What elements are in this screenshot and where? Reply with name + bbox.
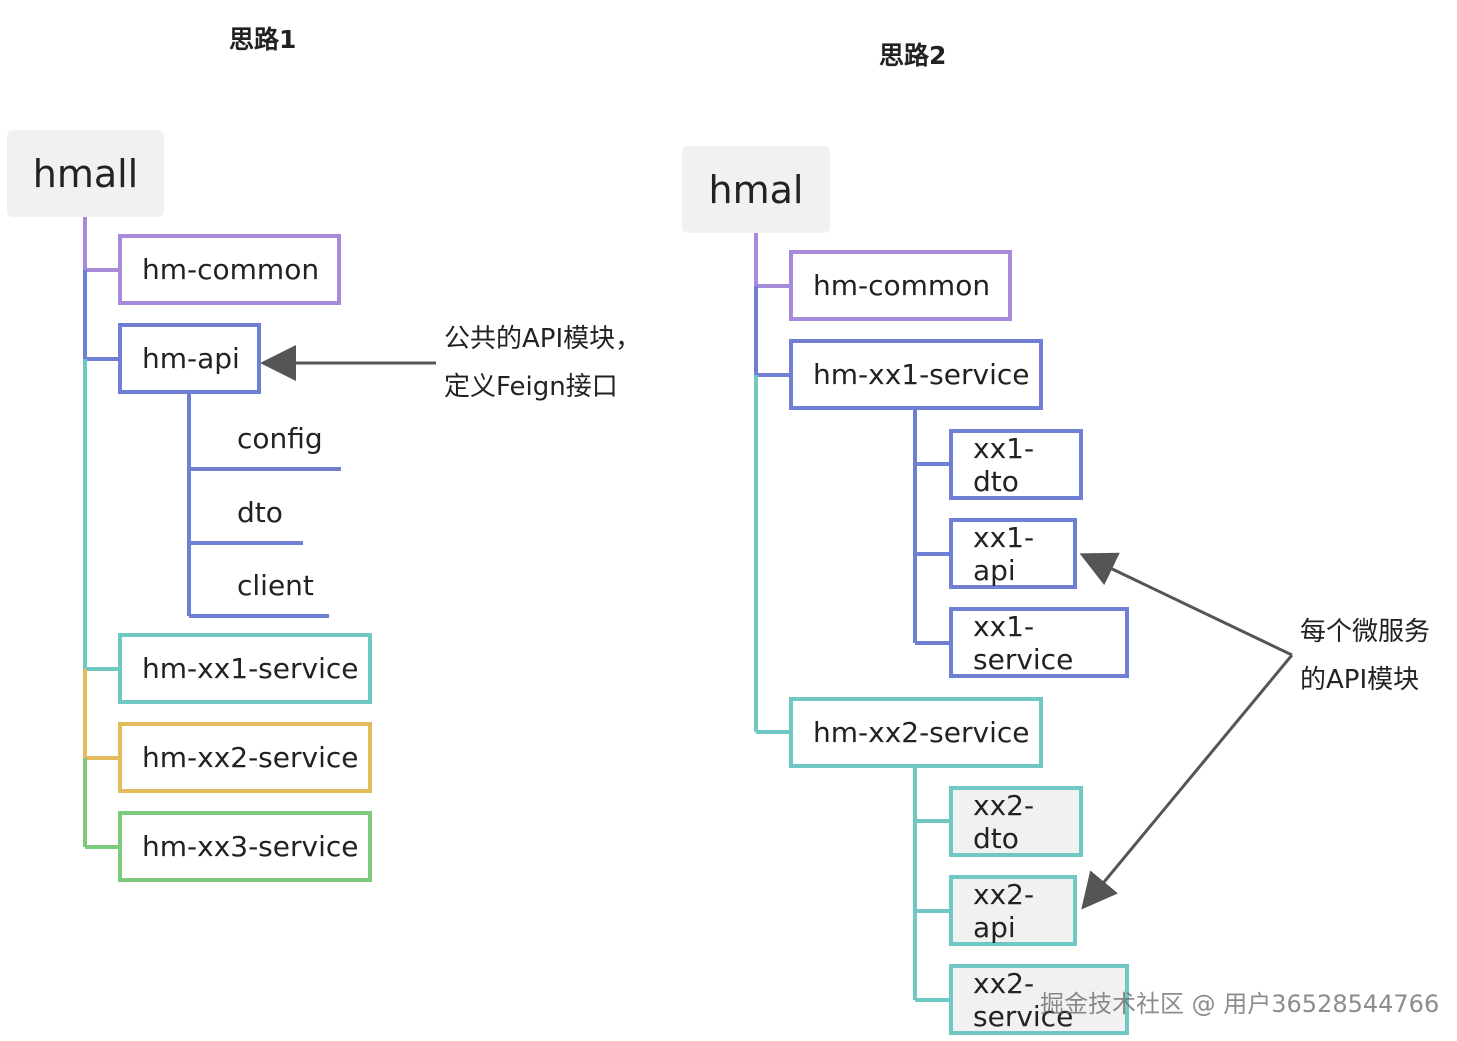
left-node-hm-api: hm-api	[118, 323, 261, 394]
left-node-hm-xx3-service: hm-xx3-service	[118, 811, 372, 882]
right-xx2-branch	[913, 767, 949, 1002]
left-note-line-1: 公共的API模块，	[444, 324, 642, 354]
right-title: 思路2	[879, 41, 947, 70]
left-api-child-config: config	[237, 422, 323, 455]
right-note: 每个微服务 的API模块	[1300, 608, 1430, 704]
left-note-line-2: 定义Feign接口	[444, 372, 618, 402]
right-xx1-branch	[913, 410, 949, 645]
left-title: 思路1	[229, 25, 297, 54]
right-note-arrow-up	[1079, 552, 1293, 657]
right-node-hm-xx2-service: hm-xx2-service	[789, 697, 1043, 768]
left-api-child-client: client	[237, 569, 314, 602]
left-node-hm-xx1-service: hm-xx1-service	[118, 633, 372, 704]
right-node-hm-xx1-service: hm-xx1-service	[789, 339, 1043, 410]
left-tree-trunk	[83, 217, 118, 849]
right-xx1-child-dto: xx1-dto	[949, 429, 1083, 500]
left-api-branch	[187, 394, 341, 618]
right-note-arrow-down	[1081, 654, 1294, 910]
right-xx1-child-api: xx1-api	[949, 518, 1077, 589]
right-xx2-child-api: xx2-api	[949, 875, 1077, 946]
right-xx2-child-dto: xx2-dto	[949, 786, 1083, 857]
right-note-line-1: 每个微服务	[1300, 617, 1431, 647]
right-root-node: hmal	[682, 146, 830, 233]
right-xx1-child-service: xx1-service	[949, 607, 1129, 678]
left-note: 公共的API模块， 定义Feign接口	[444, 315, 641, 411]
left-node-hm-xx2-service: hm-xx2-service	[118, 722, 372, 793]
left-node-hm-common: hm-common	[118, 234, 341, 305]
right-xx2-child-service: xx2-service	[949, 964, 1129, 1035]
right-tree-trunk	[754, 233, 789, 734]
watermark: 掘金技术社区 @ 用户36528544766	[1040, 990, 1440, 1018]
right-note-line-2: 的API模块	[1300, 665, 1420, 695]
right-node-hm-common: hm-common	[789, 250, 1012, 321]
left-api-child-dto: dto	[237, 496, 283, 529]
left-root-node: hmall	[7, 130, 164, 217]
